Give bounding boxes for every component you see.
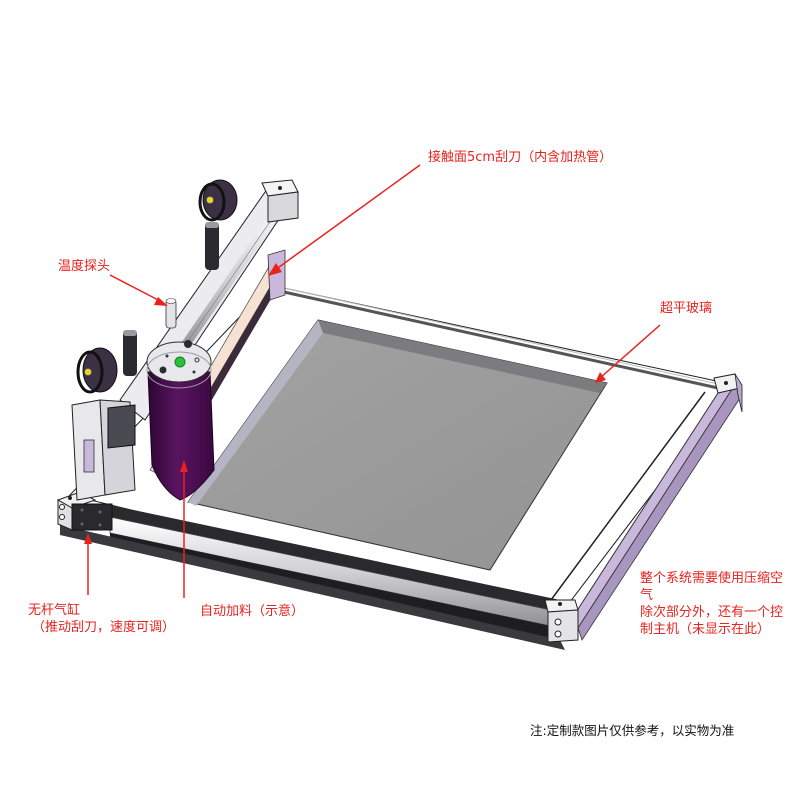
air-note-line-4: 制主机（未显示在此） — [640, 622, 771, 637]
air-note-line-2: 气 — [640, 588, 654, 603]
callout-auto-feeder: 自动加料（示意） — [200, 604, 305, 619]
glass-plate — [187, 319, 608, 571]
footer-disclaimer: 注:定制款图片仅供参考，以实物为准 — [530, 723, 735, 738]
callout-arrows — [84, 164, 661, 598]
callout-rodless-cylinder: 无杆气缸 （推动刮刀，速度可调） — [28, 602, 175, 636]
cylinder-line-2: （推动刮刀，速度可调） — [32, 620, 176, 635]
auto-feeder — [146, 340, 215, 501]
base-frame — [56, 284, 743, 650]
cylinder-line-1: 无杆气缸 — [28, 603, 81, 618]
air-note-line-1: 整个系统需要使用压缩空 — [640, 571, 784, 586]
callout-air-note: 整个系统需要使用压缩空 气 除次部分外，还有一个控 制主机（未显示在此） — [640, 570, 800, 638]
air-note-line-3: 除次部分外，还有一个控 — [640, 605, 784, 620]
callout-blade: 接触面5cm刮刀（内含加热管） — [428, 150, 613, 165]
callout-glass: 超平玻璃 — [660, 301, 713, 316]
callout-temperature-probe: 温度探头 — [58, 259, 111, 274]
